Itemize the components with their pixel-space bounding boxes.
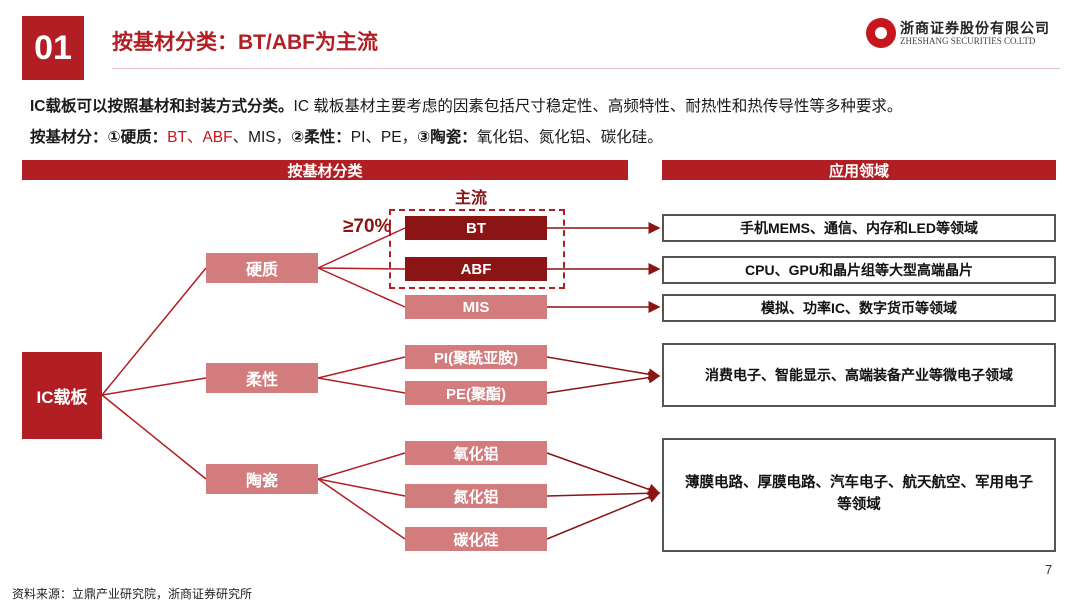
branch-root-hard bbox=[101, 267, 207, 396]
page-number: 7 bbox=[1045, 562, 1053, 577]
tree-branches bbox=[101, 227, 406, 540]
intro-soft-rest: PI、PE， bbox=[350, 129, 418, 146]
application-ceramic: 薄膜电路、厚膜电路、汽车电子、航天航空、军用电子等领域 bbox=[662, 438, 1056, 552]
intro-line-2-lead: 按基材分： bbox=[30, 129, 108, 146]
node-silicon-carbide: 碳化硅 bbox=[405, 527, 547, 551]
source-note: 资料来源：立鼎产业研究院，浙商证券研究所 bbox=[12, 587, 253, 601]
node-aluminum-nitride: 氮化铝 bbox=[405, 484, 547, 508]
mainstream-dashed-box bbox=[389, 209, 565, 289]
intro-line-2: 按基材分：①硬质：BT、ABF、MIS，②柔性：PI、PE，③陶瓷：氧化铝、氮化… bbox=[30, 125, 663, 147]
header-divider bbox=[112, 68, 1060, 69]
mainstream-label: 主流 bbox=[455, 190, 488, 207]
branch-ceramic-sic bbox=[317, 478, 406, 540]
branch-hard-mis bbox=[317, 267, 406, 308]
branch-ceramic-alumina bbox=[317, 452, 406, 480]
node-hard: 硬质 bbox=[206, 253, 318, 283]
header-applications: 应用领域 bbox=[662, 160, 1056, 180]
intro-line-1-bold: IC载板可以按照基材和封装方式分类。 bbox=[30, 98, 294, 115]
arrow-sic bbox=[546, 491, 661, 540]
branch-root-ceramic bbox=[101, 394, 207, 480]
logo-mark-icon bbox=[866, 18, 896, 48]
company-logo: 浙商证券股份有限公司 ZHESHANG SECURITIES CO.LTD bbox=[866, 18, 1056, 50]
arrow-aln bbox=[546, 487, 661, 500]
application-abf: CPU、GPU和晶片组等大型高端晶片 bbox=[662, 256, 1056, 284]
application-bt: 手机MEMS、通信、内存和LED等领域 bbox=[662, 214, 1056, 242]
intro-soft-label: ②柔性： bbox=[291, 129, 351, 146]
branch-soft-pe bbox=[317, 377, 406, 394]
application-arrows bbox=[546, 222, 661, 540]
node-ceramic: 陶瓷 bbox=[206, 464, 318, 494]
branch-root-soft bbox=[101, 377, 207, 396]
intro-hard-label: ①硬质： bbox=[107, 129, 168, 146]
branch-ceramic-aln bbox=[317, 478, 406, 497]
branch-soft-pi bbox=[317, 356, 406, 379]
slide-title: 按基材分类：BT/ABF为主流 bbox=[112, 31, 378, 54]
node-alumina: 氧化铝 bbox=[405, 441, 547, 465]
intro-ceramic-label: ③陶瓷： bbox=[417, 129, 477, 146]
intro-hard-rest: 、MIS， bbox=[232, 129, 292, 146]
header-substrate-classification: 按基材分类 bbox=[22, 160, 628, 180]
node-pe: PE(聚酯) bbox=[405, 381, 547, 405]
logo-name-cn: 浙商证券股份有限公司 bbox=[900, 20, 1050, 36]
bt-share-label: ≥70% bbox=[343, 216, 392, 237]
arrow-alumina bbox=[546, 452, 661, 496]
application-flexible: 消费电子、智能显示、高端装备产业等微电子领域 bbox=[662, 343, 1056, 407]
node-flexible: 柔性 bbox=[206, 363, 318, 393]
intro-line-1: IC载板可以按照基材和封装方式分类。IC 载板基材主要考虑的因素包括尺寸稳定性、… bbox=[30, 94, 902, 116]
node-bt: BT bbox=[405, 216, 547, 240]
slide-number: 01 bbox=[22, 16, 84, 80]
logo-name-en: ZHESHANG SECURITIES CO.LTD bbox=[900, 36, 1036, 46]
intro-hard-red: BT、ABF bbox=[167, 129, 233, 146]
intro-line-1-rest: IC 载板基材主要考虑的因素包括尺寸稳定性、高频特性、耐热性和热传导性等多种要求… bbox=[293, 98, 903, 115]
node-mis: MIS bbox=[405, 295, 547, 319]
arrow-pe bbox=[546, 371, 661, 394]
node-ic-substrate: IC载板 bbox=[22, 352, 102, 439]
node-pi: PI(聚酰亚胺) bbox=[405, 345, 547, 369]
node-abf: ABF bbox=[405, 257, 547, 281]
application-mis: 模拟、功率IC、数字货币等领域 bbox=[662, 294, 1056, 322]
arrow-pi bbox=[546, 356, 661, 381]
intro-ceramic-rest: 氧化铝、氮化铝、碳化硅。 bbox=[476, 129, 663, 146]
